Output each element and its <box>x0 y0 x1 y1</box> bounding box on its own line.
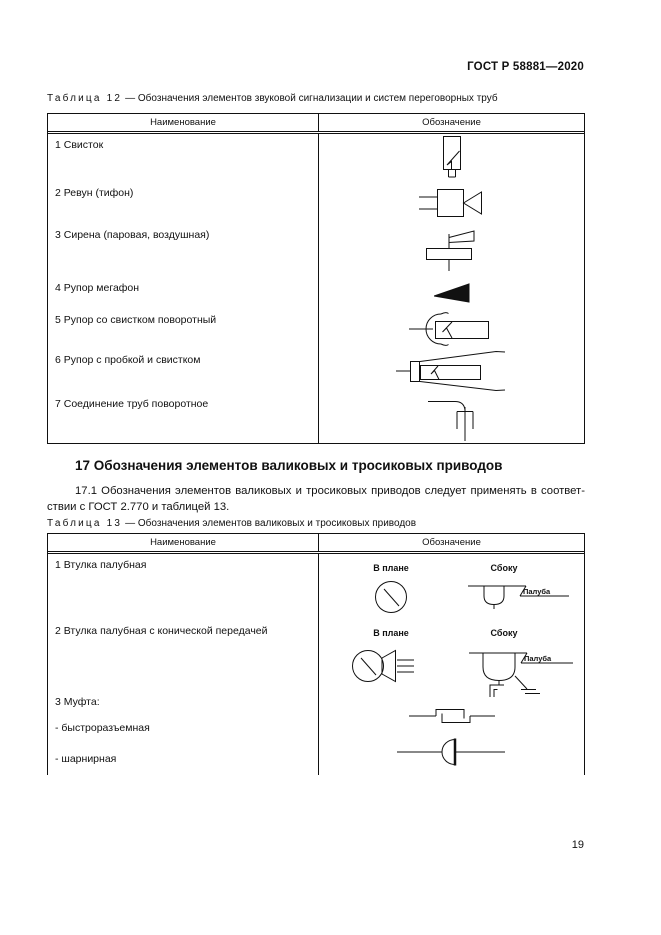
view-label: В плане <box>373 628 409 638</box>
row-name: 4 Рупор мегафон <box>48 277 319 309</box>
table-row: 1 Свисток <box>48 134 584 182</box>
deck-bushing-side-icon: Палуба <box>468 571 572 615</box>
horn-plug-whistle-icon <box>319 349 584 393</box>
row-name: 3 Сирена (паровая, воздушная) <box>48 224 319 277</box>
table-row: 5 Рупор со свистком поворотный <box>48 309 584 349</box>
row-name-line: 3 Муфта: <box>55 696 100 708</box>
row-name: 3 Муфта: - быстроразъемная - шарнирная <box>48 688 319 775</box>
row-name: 6 Рупор с пробкой и свистком <box>48 349 319 393</box>
table13-caption: Таблица 13— Обозначения элементов валико… <box>47 518 585 529</box>
section-paragraph: 17.1 Обозначения элементов валиковых и т… <box>47 484 585 515</box>
row-name: 7 Соединение труб поворотное <box>48 393 319 443</box>
typhon-horn-icon <box>319 182 584 224</box>
rotary-pipe-joint-icon <box>319 393 584 443</box>
table13-caption-text: — Обозначения элементов валиковых и трос… <box>125 518 417 529</box>
table12: Наименование Обозначение 1 Свисток 2 Рев… <box>47 113 585 444</box>
table12-header-row: Наименование Обозначение <box>48 114 584 134</box>
doc-header: ГОСТ Р 58881—2020 <box>467 61 584 73</box>
deck-label: Палуба <box>523 587 551 596</box>
table-row: 4 Рупор мегафон <box>48 277 584 309</box>
siren-icon <box>319 224 584 277</box>
column-header-name: Наименование <box>48 534 319 551</box>
bevel-bushing-side-icon: Палуба <box>469 641 579 699</box>
rotary-horn-whistle-icon <box>319 309 584 349</box>
deck-label: Палуба <box>524 654 552 663</box>
paragraph-line: ствии с ГОСТ 2.770 и таблицей 13. <box>47 500 230 513</box>
row-name: 1 Свисток <box>48 134 319 182</box>
paragraph-line: 17.1 Обозначения элементов валиковых и т… <box>75 485 585 497</box>
row-name: 5 Рупор со свистком поворотный <box>48 309 319 349</box>
table-row: 7 Соединение труб поворотное <box>48 393 584 443</box>
row-name-line: - быстроразъемная <box>55 722 150 734</box>
table-row: 2 Ревун (тифон) <box>48 182 584 224</box>
column-header-symbol: Обозначение <box>422 537 481 548</box>
table12-caption-text: — Обозначения элементов звуковой сигнали… <box>125 93 498 104</box>
symbol-cell: В плане Сбоку Палуба <box>319 620 584 688</box>
whistle-icon <box>319 134 584 182</box>
deck-bushing-plan-icon <box>374 580 408 614</box>
megaphone-icon <box>319 277 584 309</box>
view-label: В плане <box>373 563 409 573</box>
table13-caption-label: Таблица 13 <box>47 518 123 529</box>
column-header-symbol: Обозначение <box>422 117 481 128</box>
table-row: 2 Втулка палубная с конической передачей… <box>48 620 584 688</box>
table13-header-row: Наименование Обозначение <box>48 534 584 554</box>
page-number: 19 <box>571 839 584 851</box>
table-row: 6 Рупор с пробкой и свистком <box>48 349 584 393</box>
row-name: 2 Втулка палубная с конической передачей <box>48 620 319 688</box>
row-name: 1 Втулка палубная <box>48 554 319 620</box>
symbol-cell: В плане Сбоку Палуба <box>319 554 584 620</box>
table12-caption-label: Таблица 12 <box>47 93 123 104</box>
section-title: 17 Обозначения элементов валиковых и тро… <box>75 458 503 473</box>
table-row: 1 Втулка палубная В плане Сбоку Палуба <box>48 554 584 620</box>
column-header-name: Наименование <box>48 114 319 131</box>
bevel-bushing-plan-icon <box>351 642 417 690</box>
table13: Наименование Обозначение 1 Втулка палубн… <box>47 533 585 775</box>
hinge-coupling-icon <box>397 738 507 766</box>
table-row: 3 Муфта: - быстроразъемная - шарнирная <box>48 688 584 775</box>
row-name: 2 Ревун (тифон) <box>48 182 319 224</box>
symbol-cell <box>319 688 584 775</box>
quick-release-coupling-icon <box>409 706 495 726</box>
table-row: 3 Сирена (паровая, воздушная) <box>48 224 584 277</box>
view-label: Сбоку <box>490 563 518 573</box>
row-name-line: - шарнирная <box>55 753 117 765</box>
view-label: Сбоку <box>490 628 518 638</box>
table12-caption: Таблица 12— Обозначения элементов звуков… <box>47 93 585 104</box>
